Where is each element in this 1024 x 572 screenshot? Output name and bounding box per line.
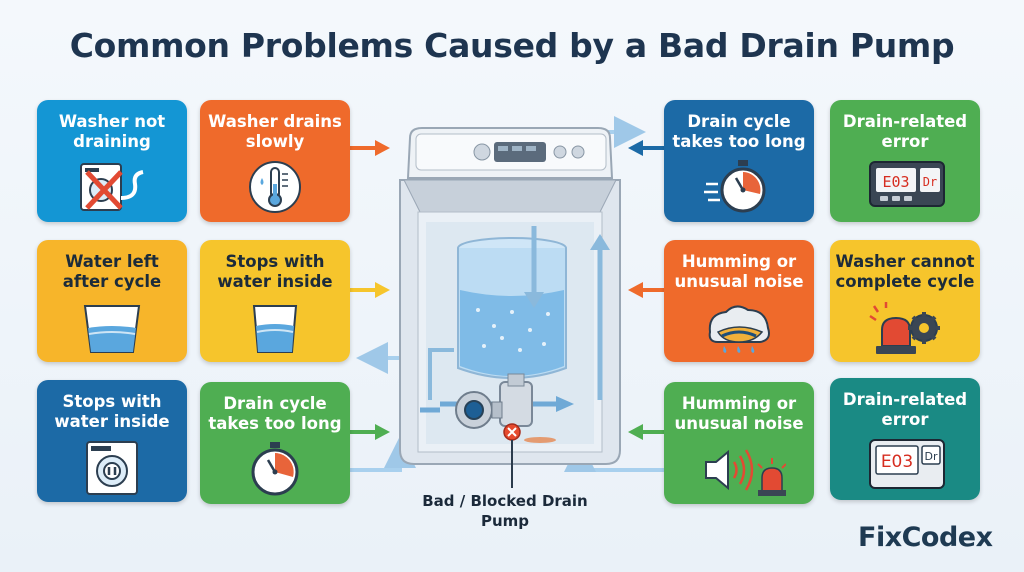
problem-card-humming-or-unusual-noise: Humming or unusual noise <box>664 240 814 362</box>
card-label: Drain-related error <box>842 112 968 151</box>
stopwatch-icon <box>704 160 766 213</box>
problem-card-washer-drains-slowly: Washer drains slowly <box>200 100 350 222</box>
card-label: Washer cannot complete cycle <box>835 252 975 291</box>
card-label: Drain-related error <box>842 390 968 429</box>
error-display-icon: E03 Dr <box>869 439 945 489</box>
brand-logo: FixCodex <box>858 522 993 553</box>
water-glass-icon <box>252 305 298 353</box>
error-code: E03 <box>881 452 913 472</box>
thermometer-icon <box>249 161 301 213</box>
error-code-suffix: Dr <box>923 175 937 189</box>
card-label: Water left after cycle <box>62 252 162 291</box>
problem-card-drain-cycle-takes-too-long: Drain cycle takes too long <box>200 382 350 504</box>
problem-card-water-left-after-cycle: Water left after cycle <box>37 240 187 362</box>
error-code: E03 <box>882 173 909 191</box>
problem-card-drain-related-error: Drain-related error E03 Dr <box>830 100 980 222</box>
problem-card-washer-cannot-complete-cycle: Washer cannot complete cycle <box>830 240 980 362</box>
card-label: Drain cycle takes too long <box>672 112 806 151</box>
problem-card-washer-not-draining: Washer not draining <box>37 100 187 222</box>
problem-card-humming-or-unusual-noise-2: Humming or unusual noise <box>664 382 814 504</box>
problem-card-drain-related-error-2: Drain-related error E03 Dr <box>830 378 980 500</box>
pump-label: Bad / Blocked Drain Pump <box>422 492 588 530</box>
speaker-alarm-icon <box>705 449 786 496</box>
blocked-washer-icon <box>80 163 144 211</box>
drain-pump <box>420 373 574 488</box>
washer-tub <box>428 226 610 400</box>
overheating-motor-icon <box>708 305 770 353</box>
problem-card-stops-with-water-inside: Stops with water inside <box>200 240 350 362</box>
card-label: Humming or unusual noise <box>674 394 804 433</box>
card-label: Washer not draining <box>58 112 166 151</box>
card-label: Humming or unusual noise <box>674 252 804 291</box>
error-display-icon: E03 Dr <box>869 161 945 207</box>
card-label: Drain cycle takes too long <box>208 394 342 433</box>
error-code-suffix: Dr <box>925 450 938 463</box>
front-load-washer-icon <box>86 441 138 495</box>
card-label: Stops with water inside <box>54 392 170 431</box>
water-glass-icon <box>83 305 141 353</box>
card-label: Stops with water inside <box>217 252 333 291</box>
stopwatch-icon <box>251 442 299 496</box>
problem-card-stops-with-water-inside-2: Stops with water inside <box>37 380 187 502</box>
page-title: Common Problems Caused by a Bad Drain Pu… <box>69 26 955 65</box>
alarm-gear-icon <box>869 302 940 354</box>
problem-card-drain-cycle-takes-too-long-2: Drain cycle takes too long <box>664 100 814 222</box>
card-label: Washer drains slowly <box>208 112 342 151</box>
